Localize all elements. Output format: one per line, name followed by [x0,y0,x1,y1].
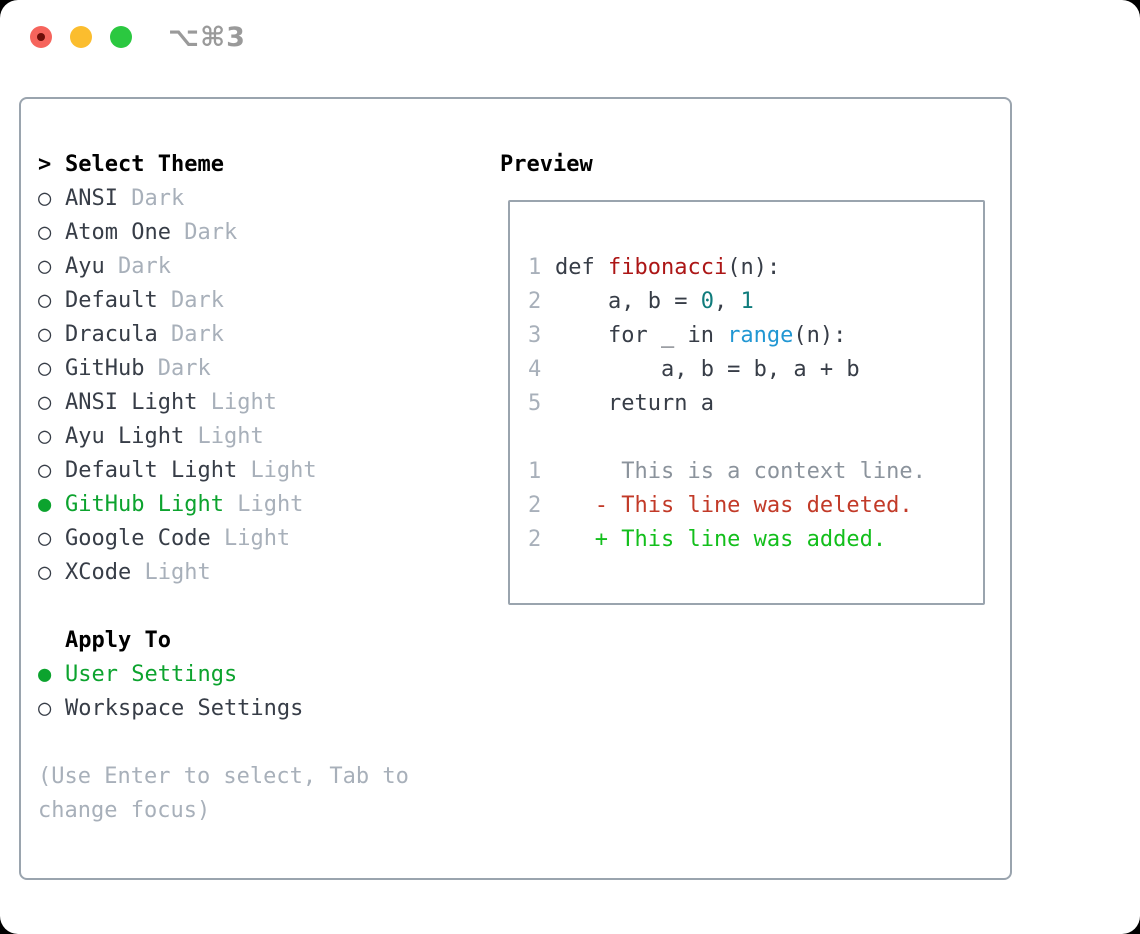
radio-icon: ○ [38,390,52,415]
line-number: 2 [528,527,542,552]
theme-option-github-light[interactable]: ●GitHub Light Light [38,488,500,522]
theme-variant-label: Dark [184,220,238,245]
spacer [528,421,983,455]
theme-variant-label: Light [144,560,211,585]
theme-option-atom-one-dark[interactable]: ○Atom One Dark [38,216,500,250]
line-number: 5 [528,391,542,416]
minimize-button[interactable] [70,26,92,48]
line-number: 2 [528,493,542,518]
theme-option-default-light[interactable]: ○Default Light Light [38,454,500,488]
radio-selected-icon: ● [38,492,52,517]
line-number: 3 [528,323,542,348]
radio-icon: ○ [38,322,52,347]
radio-icon: ○ [38,458,52,483]
close-button[interactable] [30,26,52,48]
maximize-button[interactable] [110,26,132,48]
diff-added-line: 2 + This line was added. [528,523,983,557]
theme-option-dracula-dark[interactable]: ○Dracula Dark [38,318,500,352]
code-line: 5 return a [528,387,983,421]
builtin-token: range [727,323,794,348]
theme-variant-label: Light [210,390,277,415]
theme-option-xcode[interactable]: ○XCode Light [38,556,500,590]
select-theme-header: > Select Theme [38,148,500,182]
theme-variant-label: Dark [170,322,224,347]
line-number: 1 [528,459,542,484]
code-line: 3 for _ in range(n): [528,319,983,353]
theme-option-github-dark[interactable]: ○GitHub Dark [38,352,500,386]
theme-list-pane: >Select Theme ○ANSI Dark ○Atom One Dark … [38,148,500,878]
theme-selector-panel: >Select Theme ○ANSI Dark ○Atom One Dark … [19,97,1012,880]
radio-icon: ○ [38,424,52,449]
apply-to-title: Apply To [65,628,171,653]
radio-icon: ○ [38,356,52,381]
select-theme-title: Select Theme [65,152,224,177]
diff-deleted-line: 2 - This line was deleted. [528,489,983,523]
radio-icon: ○ [38,254,52,279]
theme-option-google-code[interactable]: ○Google Code Light [38,522,500,556]
function-name-token: fibonacci [607,255,728,280]
number-literal-token: 1 [740,289,754,314]
theme-variant-label: Light [250,458,317,483]
theme-option-ayu-dark[interactable]: ○Ayu Dark [38,250,500,284]
number-literal-token: 0 [700,289,714,314]
apply-option-workspace-settings[interactable]: ○Workspace Settings [38,692,500,726]
theme-variant-label: Dark [131,186,185,211]
apply-to-header: Apply To [38,624,500,658]
radio-icon: ○ [38,220,52,245]
theme-option-ansi-dark[interactable]: ○ANSI Dark [38,182,500,216]
theme-variant-label: Light [223,526,291,551]
theme-variant-label: Dark [157,356,211,381]
spacer [38,726,500,760]
radio-selected-icon: ● [38,662,52,687]
code-line: 4 a, b = b, a + b [528,353,983,387]
theme-option-ansi-light[interactable]: ○ANSI Light Light [38,386,500,420]
window-title: ⌥⌘3 [168,22,246,53]
titlebar: ⌥⌘3 [0,0,1140,75]
apply-option-user-settings[interactable]: ●User Settings [38,658,500,692]
theme-variant-label: Dark [170,288,224,313]
radio-icon: ○ [38,526,52,551]
radio-icon: ○ [38,288,52,313]
spacer [38,590,500,624]
line-number: 4 [528,357,542,382]
code-line: 2 a, b = 0, 1 [528,285,983,319]
line-number: 2 [528,289,542,314]
traffic-lights [30,26,132,48]
theme-variant-label: Light [197,424,264,449]
line-number: 1 [528,255,542,280]
radio-icon: ○ [38,696,52,721]
theme-variant-label: Dark [118,254,171,279]
cursor-marker: > [38,152,52,177]
radio-icon: ○ [38,186,52,211]
preview-title: Preview [500,152,593,177]
radio-icon: ○ [38,560,52,585]
theme-variant-label: Light [237,492,304,517]
help-text: (Use Enter to select, Tab to change focu… [38,764,423,823]
diff-context-line: 1 This is a context line. [528,455,983,489]
theme-option-ayu-light[interactable]: ○Ayu Light Light [38,420,500,454]
theme-option-default-dark[interactable]: ○Default Dark [38,284,500,318]
